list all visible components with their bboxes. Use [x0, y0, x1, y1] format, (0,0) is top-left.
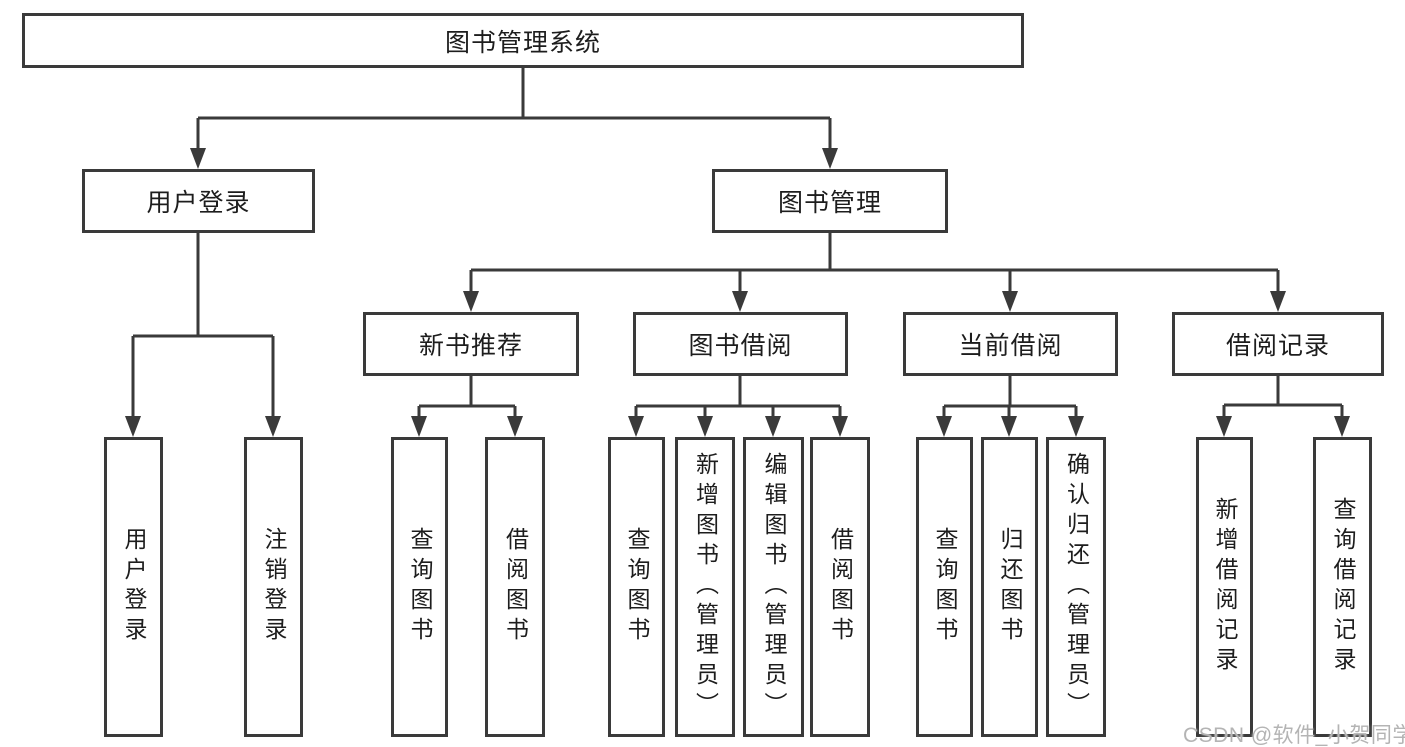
node-edit-book-admin-label: 编辑图书（管理员）	[761, 452, 787, 722]
node-new-book-recommendation-label: 新书推荐	[418, 332, 523, 360]
node-confirm-return-admin: 确认归还（管理员）	[1046, 437, 1106, 737]
node-borrowing-records-label: 借阅记录	[1225, 332, 1330, 360]
node-user-login-label: 用户登录	[146, 189, 251, 217]
node-book-management-label: 图书管理	[777, 189, 882, 217]
node-borrow-books-borrowing: 借阅图书	[810, 437, 870, 737]
node-return-books-label: 归还图书	[997, 527, 1023, 647]
node-logout-label: 注销登录	[261, 527, 287, 647]
node-book-management: 图书管理	[712, 169, 948, 233]
node-query-books-recommend: 查询图书	[391, 437, 448, 737]
node-query-books-borrowing: 查询图书	[608, 437, 665, 737]
node-book-borrowing: 图书借阅	[633, 312, 848, 376]
node-confirm-return-admin-label: 确认归还（管理员）	[1063, 452, 1090, 722]
node-add-book-admin-label: 新增图书（管理员）	[692, 452, 719, 722]
node-user-login-leaf-label: 用户登录	[121, 527, 147, 647]
node-new-book-recommendation: 新书推荐	[363, 312, 579, 376]
node-borrow-books-recommend: 借阅图书	[485, 437, 545, 737]
node-borrowing-records: 借阅记录	[1172, 312, 1384, 376]
node-logout: 注销登录	[244, 437, 303, 737]
node-add-book-admin: 新增图书（管理员）	[675, 437, 735, 737]
node-borrow-books-recommend-label: 借阅图书	[502, 527, 529, 647]
node-query-books-borrowing-label: 查询图书	[624, 527, 650, 647]
node-return-books: 归还图书	[981, 437, 1038, 737]
node-query-books-current-label: 查询图书	[932, 527, 958, 647]
node-query-books-current: 查询图书	[916, 437, 973, 737]
node-library-management-system: 图书管理系统	[22, 13, 1024, 68]
node-add-borrow-record-label: 新增借阅记录	[1212, 497, 1238, 677]
node-query-borrow-record-label: 查询借阅记录	[1330, 497, 1356, 677]
node-book-borrowing-label: 图书借阅	[688, 332, 793, 360]
node-borrow-books-borrowing-label: 借阅图书	[827, 527, 854, 647]
arrowheads	[125, 148, 1350, 437]
node-library-management-system-label: 图书管理系统	[444, 28, 601, 57]
node-query-books-recommend-label: 查询图书	[407, 527, 433, 647]
watermark: CSDN @软件_小贺同学	[1183, 724, 1405, 747]
node-current-borrowing: 当前借阅	[903, 312, 1118, 376]
node-add-borrow-record: 新增借阅记录	[1196, 437, 1253, 737]
node-user-login-leaf: 用户登录	[104, 437, 163, 737]
node-edit-book-admin: 编辑图书（管理员）	[743, 437, 804, 737]
node-query-borrow-record: 查询借阅记录	[1313, 437, 1372, 737]
node-user-login: 用户登录	[82, 169, 315, 233]
node-current-borrowing-label: 当前借阅	[958, 332, 1063, 360]
